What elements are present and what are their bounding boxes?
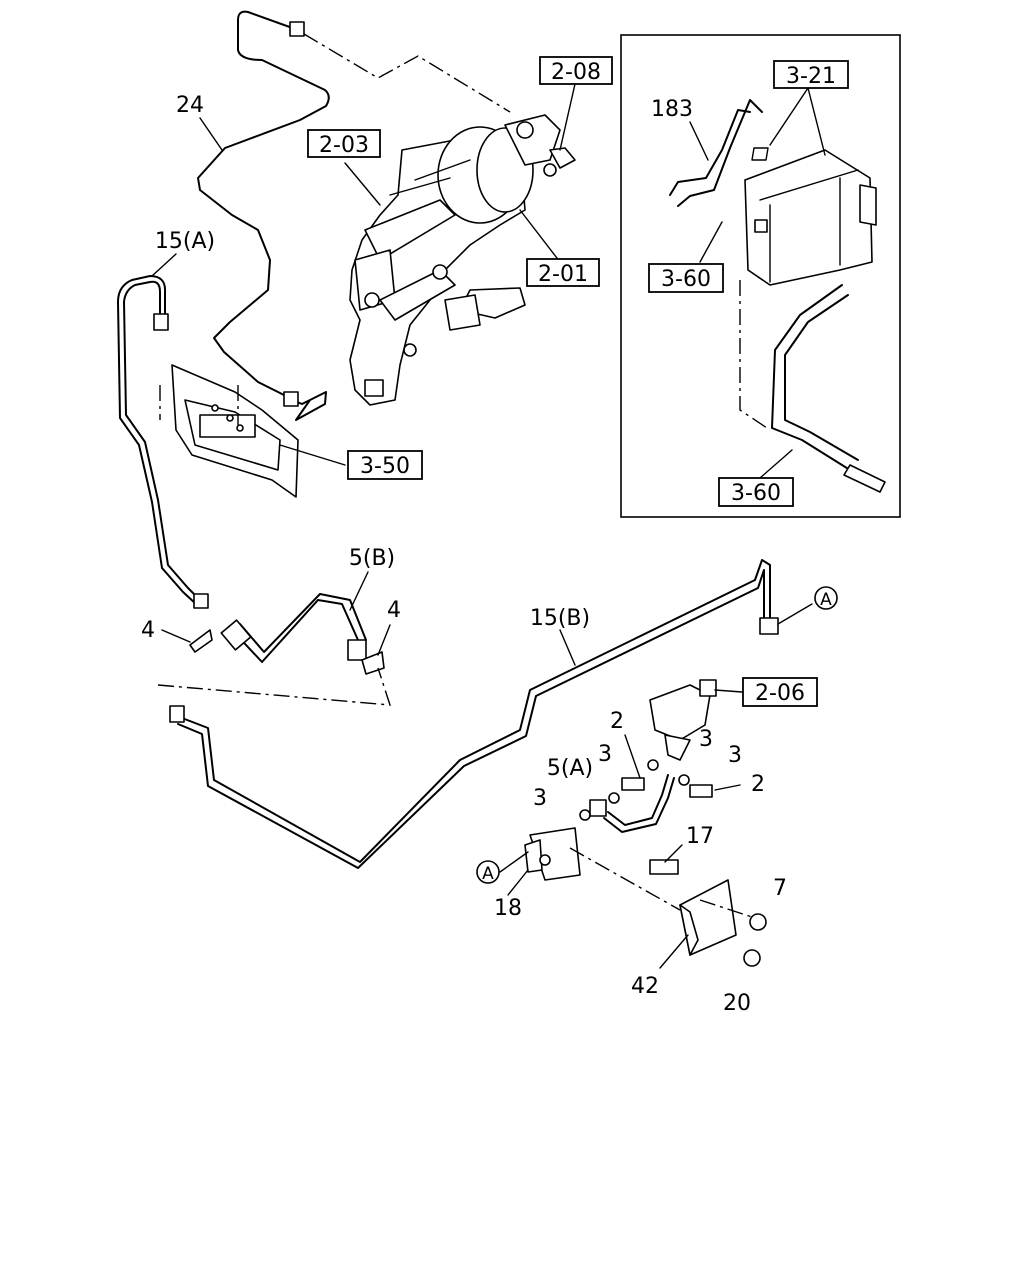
leader-15b [559, 629, 576, 666]
ref-3-21: 3-21 [786, 64, 836, 89]
label-2-upper: 2 [610, 709, 624, 734]
leader-24-to-master [303, 33, 511, 113]
pipe-15a [117, 275, 209, 609]
dash-inset-vertical [739, 280, 771, 431]
ref-box-3-50[interactable]: 3-50 [347, 450, 423, 480]
pipe-24 [197, 10, 330, 421]
ref-box-2-06[interactable]: 2-06 [742, 677, 818, 707]
label-183: 183 [651, 97, 693, 122]
master-cylinder-assembly [349, 114, 576, 406]
ref-box-2-08[interactable]: 2-08 [539, 56, 613, 85]
leader-24 [199, 117, 223, 151]
ref-3-60-upper: 3-60 [661, 267, 711, 292]
label-17: 17 [686, 824, 714, 849]
mark-a-left-text: A [482, 864, 494, 884]
leader-4b [377, 624, 391, 656]
label-24: 24 [176, 93, 204, 118]
dash-18-42 [569, 847, 756, 919]
connector-mark-a-left[interactable]: A [476, 860, 500, 884]
bracket-3-50 [171, 364, 299, 498]
clip-4-left [189, 629, 213, 653]
leader-17 [664, 844, 683, 863]
ref-2-08: 2-08 [551, 60, 601, 85]
reservoir-outlet-hose [771, 284, 886, 493]
label-18: 18 [494, 896, 522, 921]
fasteners [579, 759, 767, 967]
connector-mark-a-right[interactable]: A [814, 586, 838, 610]
ref-3-60-lower: 3-60 [731, 481, 781, 506]
leader-360a [699, 221, 723, 263]
leader-42 [659, 934, 689, 969]
leader-360b [759, 449, 793, 479]
ref-3-50: 3-50 [360, 454, 410, 479]
ref-box-2-03[interactable]: 2-03 [307, 129, 381, 158]
dash-3-50 [159, 385, 239, 425]
label-15a: 15(A) [155, 229, 215, 254]
pipe-15b [169, 559, 779, 869]
label-3-upper-right: 3 [699, 727, 713, 752]
label-42: 42 [631, 974, 659, 999]
leader-2b [714, 784, 741, 791]
label-3-left: 3 [533, 786, 547, 811]
leader-15a [151, 253, 177, 277]
leader-2a [624, 734, 641, 779]
ref-2-01: 2-01 [538, 262, 588, 287]
inset-frame [620, 34, 901, 518]
leader-18 [507, 869, 529, 896]
hose-5a [589, 774, 675, 833]
label-5b: 5(B) [349, 546, 395, 571]
leader-321 [769, 87, 826, 156]
ref-box-3-21[interactable]: 3-21 [773, 60, 849, 89]
label-7: 7 [773, 876, 787, 901]
leader-350 [279, 444, 346, 466]
leader-a1 [777, 603, 813, 625]
reservoir-hose-183 [669, 99, 769, 207]
ref-box-3-60-upper[interactable]: 3-60 [648, 263, 724, 293]
ref-box-3-60-lower[interactable]: 3-60 [718, 477, 794, 507]
leader-a2 [499, 851, 529, 873]
label-15b: 15(B) [530, 606, 590, 631]
label-20: 20 [723, 991, 751, 1016]
leader-201 [519, 209, 561, 263]
slave-cylinder [649, 679, 717, 761]
leader-5b [349, 571, 369, 611]
mark-a-right-text: A [820, 590, 832, 610]
bracket-42 [679, 879, 737, 956]
leader-4a [161, 629, 191, 643]
label-3-right: 3 [728, 743, 742, 768]
bracket-18 [524, 827, 581, 881]
ref-2-06: 2-06 [755, 681, 805, 706]
dash-triangle [157, 667, 391, 706]
leader-183 [689, 121, 709, 161]
label-5a: 5(A) [547, 756, 593, 781]
ref-2-03: 2-03 [319, 133, 369, 158]
label-4-left: 4 [141, 618, 155, 643]
ref-box-2-01[interactable]: 2-01 [526, 258, 600, 287]
leader-208 [559, 83, 576, 151]
label-2-right: 2 [751, 772, 765, 797]
label-4-right: 4 [387, 598, 401, 623]
leader-203 [344, 162, 381, 206]
label-3-middle: 3 [598, 742, 612, 767]
leader-206 [714, 689, 743, 693]
hose-5b [220, 593, 367, 663]
reservoir-tank [744, 149, 877, 286]
